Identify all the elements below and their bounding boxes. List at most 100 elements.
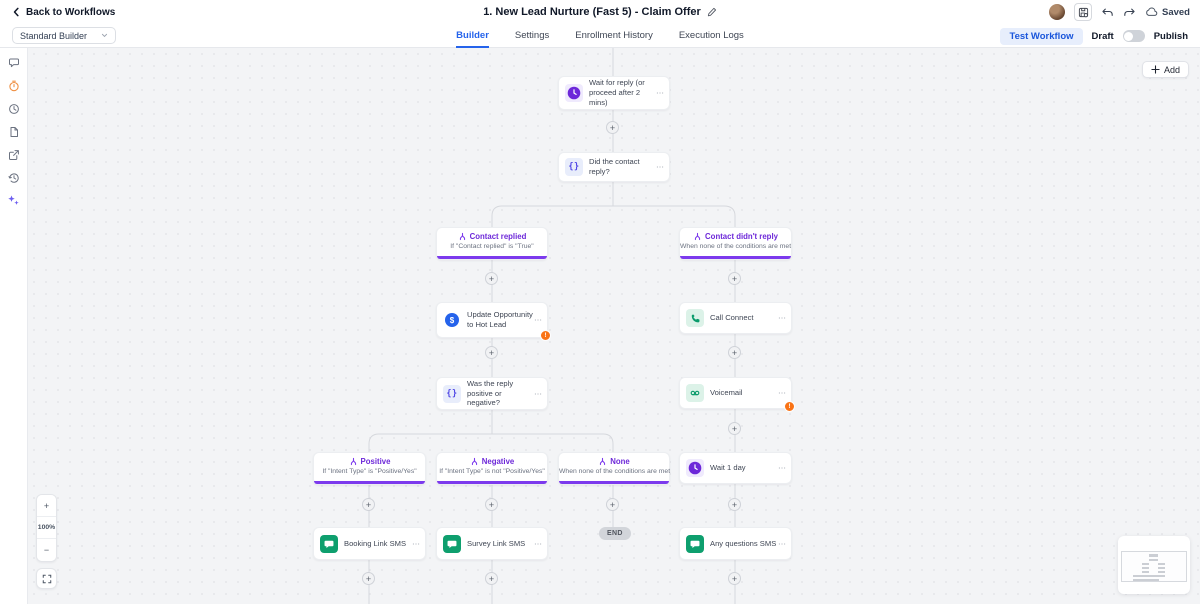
add-step-button[interactable]: +: [362, 572, 375, 585]
add-action-button[interactable]: Add: [1141, 61, 1189, 78]
branch-icon: [600, 457, 606, 466]
branch-contact-didnt-reply[interactable]: Contact didn't reply When none of the co…: [679, 227, 792, 260]
node-call-connect[interactable]: Call Connect ⋯: [679, 302, 792, 334]
braces-icon: {}: [443, 384, 461, 403]
node-menu-button[interactable]: ⋯: [656, 162, 664, 172]
saved-label: Saved: [1162, 6, 1190, 18]
node-menu-button[interactable]: ⋯: [778, 539, 786, 548]
avatar[interactable]: [1049, 4, 1065, 20]
minimap-node: [1149, 559, 1158, 561]
node-title: Booking Link SMS: [344, 538, 407, 548]
add-step-button[interactable]: +: [728, 572, 741, 585]
test-workflow-button[interactable]: Test Workflow: [1000, 27, 1083, 45]
add-step-button[interactable]: +: [728, 272, 741, 285]
add-step-button[interactable]: +: [728, 346, 741, 359]
node-wait-for-reply[interactable]: Wait for reply (or proceed after 2 mins)…: [558, 76, 670, 110]
builder-mode-label: Standard Builder: [20, 30, 88, 41]
redo-button[interactable]: [1123, 6, 1136, 18]
node-menu-button[interactable]: ⋯: [412, 539, 420, 548]
node-menu-button[interactable]: ⋯: [534, 315, 542, 325]
sms-icon: [686, 534, 704, 553]
opportunity-icon: $: [443, 311, 461, 329]
comment-icon[interactable]: [5, 56, 23, 69]
node-title: Voicemail: [710, 388, 743, 398]
node-title: Was the reply positive or negative?: [467, 378, 514, 408]
tab-execution-logs[interactable]: Execution Logs: [678, 30, 744, 41]
timer-icon[interactable]: [5, 79, 23, 92]
tab-builder[interactable]: Builder: [456, 24, 489, 48]
ai-sparkles-icon[interactable]: [5, 194, 23, 207]
undo-button[interactable]: [1101, 6, 1114, 18]
builder-mode-select[interactable]: Standard Builder: [12, 27, 117, 44]
node-any-questions-sms[interactable]: Any questions SMS ⋯: [679, 527, 792, 560]
node-menu-button[interactable]: ⋯: [656, 88, 664, 98]
workflow-canvas[interactable]: + + + + + + + + + + + + + Wait for reply…: [28, 48, 1200, 604]
node-menu-button[interactable]: ⋯: [778, 388, 786, 398]
cloud-icon: [1146, 7, 1158, 16]
node-booking-link-sms[interactable]: Booking Link SMS ⋯: [313, 527, 426, 560]
node-menu-button[interactable]: ⋯: [534, 539, 542, 548]
node-title: Wait 1 day: [710, 463, 746, 473]
branch-condition: If "Intent Type" is not "Positive/Yes": [439, 468, 545, 475]
chevron-down-icon: [101, 33, 108, 38]
node-menu-button[interactable]: ⋯: [778, 313, 786, 323]
clock-icon[interactable]: [5, 102, 23, 115]
add-step-button[interactable]: +: [606, 498, 619, 511]
add-step-button[interactable]: +: [485, 572, 498, 585]
add-step-button[interactable]: +: [728, 498, 741, 511]
minimap-node: [1158, 567, 1165, 569]
zoom-in-button[interactable]: +: [37, 495, 56, 517]
tab-settings[interactable]: Settings: [514, 30, 550, 41]
add-step-button[interactable]: +: [362, 498, 375, 511]
branch-positive[interactable]: Positive If "Intent Type" is "Positive/Y…: [313, 452, 426, 485]
branch-contact-replied[interactable]: Contact replied If "Contact replied" is …: [436, 227, 548, 260]
minimap-node: [1142, 567, 1149, 569]
node-was-reply-positive[interactable]: {} Was the reply positive or negative? ⋯: [436, 377, 548, 410]
node-wait-1-day[interactable]: Wait 1 day ⋯: [679, 452, 792, 484]
minimap-node: [1158, 563, 1165, 565]
node-did-contact-reply[interactable]: {} Did the contact reply? ⋯: [558, 152, 670, 182]
chevron-left-icon: [12, 7, 21, 17]
back-label: Back to Workflows: [26, 6, 116, 18]
clock-icon: [686, 459, 704, 477]
branch-title: Contact replied: [469, 232, 527, 241]
minimap-node: [1133, 579, 1159, 581]
node-menu-button[interactable]: ⋯: [778, 463, 786, 473]
add-step-button[interactable]: +: [606, 121, 619, 134]
warning-badge: !: [784, 401, 795, 412]
node-title: Did the contact reply?: [589, 157, 640, 176]
branch-accent-bar: [680, 256, 791, 259]
plus-icon: [1151, 65, 1160, 74]
branch-none[interactable]: None When none of the conditions are met: [558, 452, 670, 485]
publish-label: Publish: [1153, 30, 1188, 42]
node-title: Update Opportunity to Hot Lead: [467, 310, 533, 329]
file-icon[interactable]: [5, 125, 23, 138]
node-title: Call Connect: [710, 313, 754, 323]
edit-title-icon[interactable]: [707, 7, 717, 17]
tab-enrollment-history[interactable]: Enrollment History: [575, 30, 653, 41]
sms-icon: [443, 534, 461, 553]
braces-icon: {}: [565, 158, 583, 176]
version-history-button[interactable]: [1074, 3, 1092, 21]
voicemail-icon: [686, 384, 704, 402]
add-step-button[interactable]: +: [728, 422, 741, 435]
undo-icon: [1102, 8, 1113, 16]
external-link-icon[interactable]: [5, 148, 23, 161]
publish-toggle[interactable]: [1122, 30, 1145, 42]
add-step-button[interactable]: +: [485, 498, 498, 511]
back-button[interactable]: Back to Workflows: [12, 0, 115, 24]
node-menu-button[interactable]: ⋯: [534, 389, 542, 398]
branch-negative[interactable]: Negative If "Intent Type" is not "Positi…: [436, 452, 548, 485]
node-update-opportunity[interactable]: $ Update Opportunity to Hot Lead ⋯ !: [436, 302, 551, 341]
fit-view-button[interactable]: [36, 568, 57, 589]
node-survey-link-sms[interactable]: Survey Link SMS ⋯: [436, 527, 548, 560]
node-voicemail[interactable]: Voicemail ⋯ !: [679, 377, 795, 412]
branch-condition: If "Contact replied" is "True": [450, 243, 534, 250]
branch-accent-bar: [437, 481, 547, 484]
redo-icon: [1124, 8, 1135, 16]
history-icon[interactable]: [5, 171, 23, 184]
zoom-out-button[interactable]: −: [37, 539, 56, 561]
add-step-button[interactable]: +: [485, 272, 498, 285]
add-step-button[interactable]: +: [485, 346, 498, 359]
minimap[interactable]: [1118, 536, 1190, 594]
